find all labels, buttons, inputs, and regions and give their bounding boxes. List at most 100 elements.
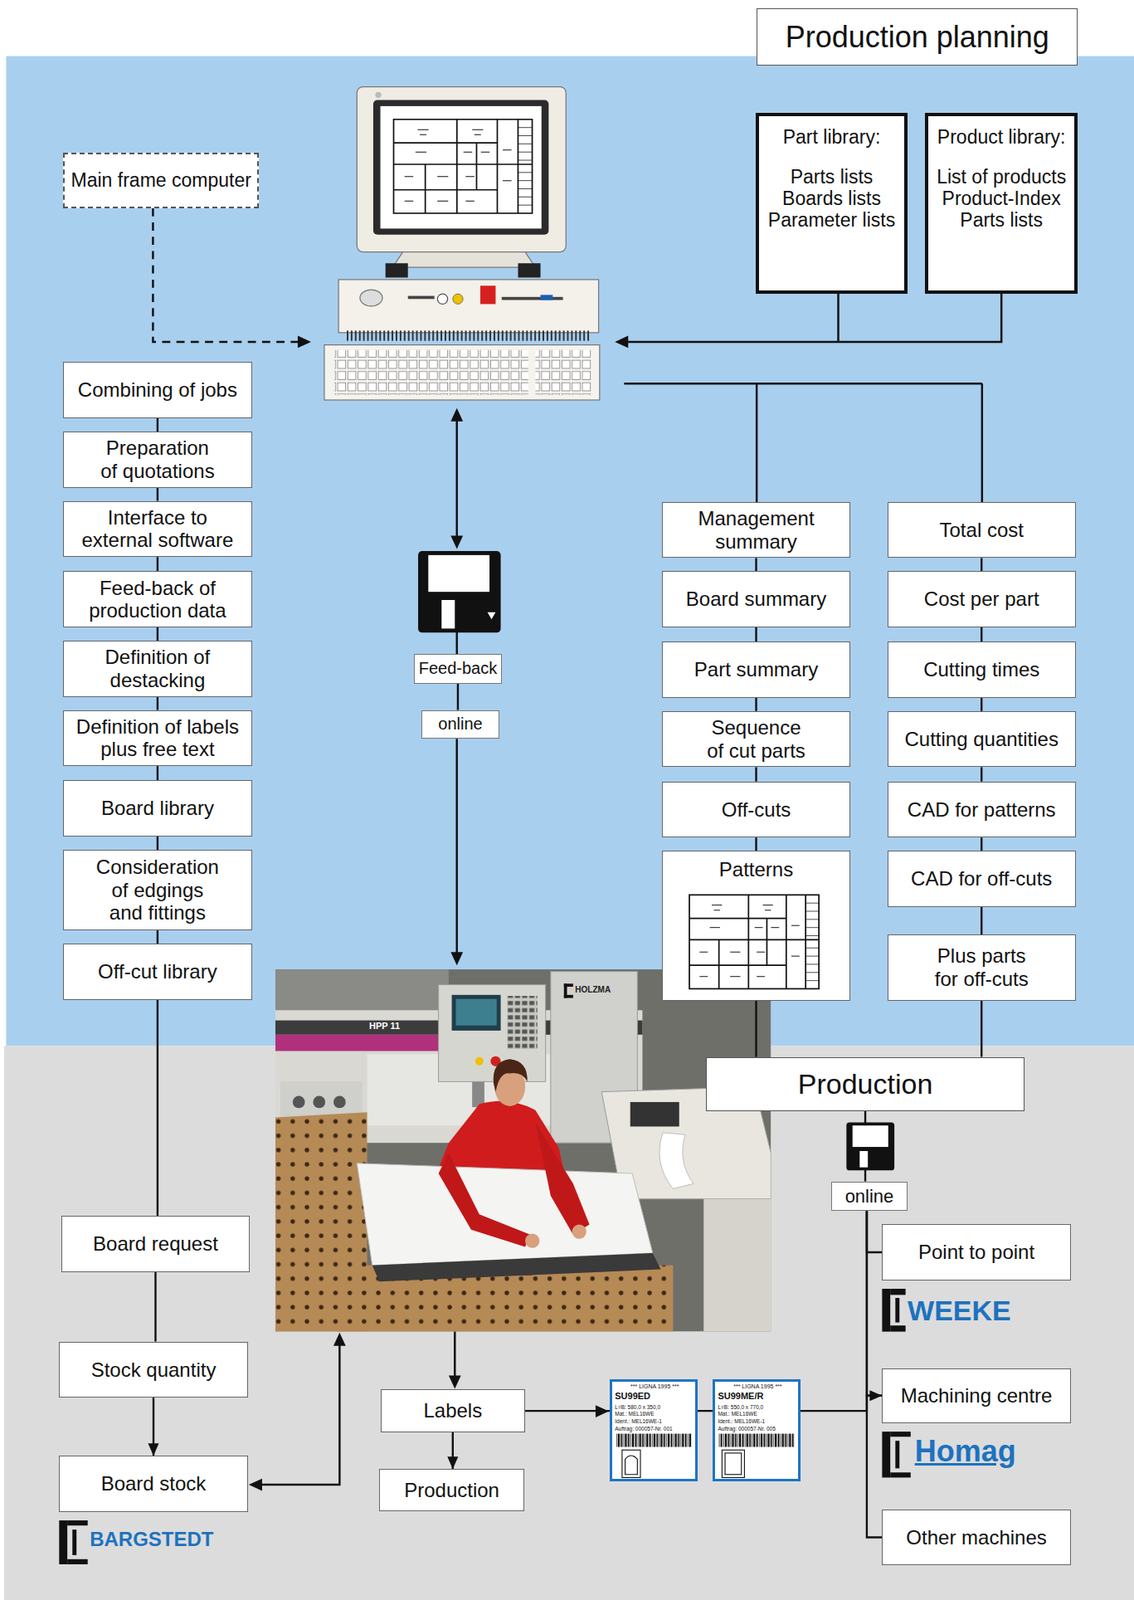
panel-saw-photo xyxy=(506,995,538,1049)
part-sketch xyxy=(725,1452,742,1475)
node-label: Interface to external software xyxy=(77,506,238,552)
panel-saw-photo xyxy=(356,1163,653,1266)
process-box: Cutting quantities xyxy=(887,710,1076,768)
logo-icons xyxy=(881,1288,891,1332)
computer-illustration xyxy=(540,294,554,300)
connector-line xyxy=(156,765,159,780)
process-box: Preparation of quotations xyxy=(63,431,252,488)
node-label: Cutting quantities xyxy=(904,727,1058,751)
part-code: SU99ME/R xyxy=(717,1391,798,1401)
computer-illustration xyxy=(380,106,542,229)
mode-tag: Feed-back xyxy=(413,653,502,684)
connector-line xyxy=(866,1210,882,1537)
connector-line xyxy=(980,906,983,935)
panel-saw-photo xyxy=(275,1034,439,1052)
logo-icons xyxy=(72,1528,77,1555)
sticker-text: Mat.: MEL16WE xyxy=(717,1411,799,1417)
logo-icons xyxy=(58,1288,911,1564)
connector-line xyxy=(154,1271,156,1342)
barcode xyxy=(719,1433,795,1447)
node-label: Production xyxy=(403,1478,500,1502)
computer-illustration xyxy=(437,293,448,304)
panel-saw-photo xyxy=(292,1095,306,1109)
connector xyxy=(981,1000,983,1057)
process-box: Labels xyxy=(380,1388,526,1432)
logo-icons xyxy=(890,1324,906,1331)
connector xyxy=(865,1110,867,1182)
connector xyxy=(156,929,158,944)
part-code: SU99ED xyxy=(614,1391,695,1401)
connector xyxy=(447,1431,458,1469)
process-box: Production xyxy=(379,1468,525,1510)
flow-lines xyxy=(152,208,301,342)
flow-lines xyxy=(453,1331,456,1378)
logo-icons xyxy=(890,1288,906,1295)
node-body: List of products Product-Index Parts lis… xyxy=(931,165,1071,232)
flow-lines xyxy=(623,383,982,502)
panel-saw-photo xyxy=(452,994,502,1031)
connector xyxy=(155,1271,156,1342)
computer-illustration xyxy=(392,252,536,268)
logo-icons xyxy=(895,1297,900,1323)
computer-illustration xyxy=(517,127,532,205)
panel-saw-photo xyxy=(703,1198,771,1332)
computer-illustration xyxy=(324,345,600,400)
process-box: Total cost xyxy=(887,501,1076,559)
brand-logo: Homag xyxy=(914,1435,1038,1466)
panel-saw-photo xyxy=(535,1122,589,1235)
panel-saw-photo xyxy=(275,968,771,1332)
floppy-disk xyxy=(852,1124,889,1147)
process-box: Plus parts for off-cuts xyxy=(887,934,1076,1001)
node-label: Other machines xyxy=(905,1525,1047,1549)
connector xyxy=(866,1210,882,1252)
connector xyxy=(525,1389,882,1411)
logo-icons xyxy=(881,1430,891,1477)
connector xyxy=(457,683,458,711)
flow-lines xyxy=(456,418,458,541)
process-box: Stock quantity xyxy=(58,1341,248,1398)
panel-saw-photo xyxy=(456,998,497,1026)
barcode xyxy=(616,1433,692,1447)
node-label: Product library: xyxy=(937,126,1066,148)
connector-line xyxy=(754,627,757,642)
barcode xyxy=(616,1433,795,1447)
computer-illustration xyxy=(452,293,463,304)
process-box: Sequence of cut parts xyxy=(661,710,851,768)
part-sketch xyxy=(622,1449,641,1477)
arrowhead xyxy=(148,1442,160,1456)
node-label: Patterns xyxy=(719,857,794,881)
connector-line xyxy=(156,836,159,850)
connector xyxy=(148,1396,160,1456)
computer-illustration xyxy=(480,285,496,304)
connector xyxy=(755,766,757,781)
floppy-disk xyxy=(846,1122,895,1171)
arrowheads xyxy=(448,1374,462,1388)
process-box: CAD for off-cuts xyxy=(887,850,1076,907)
connector-line xyxy=(156,418,159,432)
node-label: Plus parts for off-cuts xyxy=(926,944,1037,990)
sticker-text: L=B: 550,0 x 770,0 xyxy=(717,1404,799,1411)
node-label: Cutting times xyxy=(923,657,1040,682)
flow-lines xyxy=(456,738,458,955)
computer-illustration xyxy=(356,87,566,253)
connector xyxy=(156,999,158,1217)
process-box: Point to point xyxy=(881,1223,1071,1281)
node-label: Off-cut library xyxy=(97,959,218,984)
node-label: Labels xyxy=(423,1398,482,1422)
connector xyxy=(156,836,158,850)
panel-saw-photo xyxy=(493,1058,528,1091)
logo-icons xyxy=(67,1558,88,1564)
connector xyxy=(866,1210,882,1396)
connector-line xyxy=(754,557,757,571)
connector-line xyxy=(864,1110,867,1182)
arrowheads xyxy=(333,1332,346,1346)
process-box: Consideration of edgings and fittings xyxy=(63,849,252,930)
logo-icons xyxy=(67,1519,88,1525)
process-box: Off-cuts xyxy=(661,781,851,838)
node-label: Part summary xyxy=(694,657,818,682)
arrowheads xyxy=(248,1478,263,1491)
connector xyxy=(755,1000,757,1057)
panel-saw-photo xyxy=(438,1152,531,1246)
connector xyxy=(156,696,158,711)
